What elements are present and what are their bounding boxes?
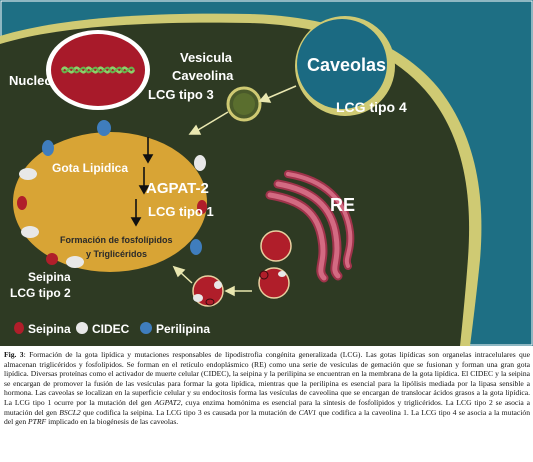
legend-perilipina-label: Perilipina — [156, 322, 210, 336]
perilipina-marker — [190, 239, 202, 255]
caption-label: Fig. 3 — [4, 350, 24, 359]
label-lcg2: LCG tipo 2 — [10, 286, 71, 300]
cidec-marker — [66, 256, 84, 268]
label-lcg4: LCG tipo 4 — [336, 99, 407, 115]
cidec-marker — [19, 168, 37, 180]
label-vesicula: Vesicula — [180, 50, 233, 65]
caption-gene-bscl2: BSCL2 — [59, 407, 81, 417]
caveola-interior — [297, 19, 387, 109]
droplet-proteins — [17, 120, 207, 268]
cidec-marker — [194, 155, 206, 171]
perilipina-marker — [97, 120, 111, 136]
arrow-group — [130, 137, 154, 227]
legend: Seipina CIDEC Perilipina — [14, 322, 210, 336]
endoplasmic-reticulum-icon — [265, 170, 355, 283]
caption-gene-agpat2: AGPAT2 — [154, 397, 181, 407]
vesicle-large — [260, 230, 292, 262]
label-caveolas: Caveolas — [307, 55, 386, 75]
cidec-marker — [21, 226, 39, 238]
seipina-marker — [46, 253, 58, 265]
legend-seipina-label: Seipina — [28, 322, 71, 336]
label-formacion: Formación de fosfolípidos — [60, 235, 173, 245]
perilipina-marker — [42, 140, 54, 156]
seipina-marker — [197, 200, 207, 214]
caption-body-d: que codifica a la caveolina 1. La LCG ti… — [4, 407, 530, 427]
legend-perilipina-swatch — [140, 322, 152, 334]
label-re: RE — [330, 195, 355, 215]
arrow-vesicle-to-droplet-bottom — [172, 265, 193, 284]
label-trigliceridos: y Triglicéridos — [86, 249, 147, 259]
caption-body-c: que codifica la seipina. La LCG tipo 3 e… — [80, 407, 299, 417]
legend-cidec-label: CIDEC — [92, 322, 130, 336]
caption-gene-ptrf: PTRF — [28, 417, 47, 427]
label-lcg1: LCG tipo 1 — [148, 204, 214, 219]
caption-body-e: implicado en la biogénesis de las caveol… — [46, 417, 179, 427]
label-lcg3: LCG tipo 3 — [148, 87, 214, 102]
arrow-vesicle-to-vesicle — [224, 285, 252, 297]
label-seipina: Seipina — [28, 270, 71, 284]
label-caveolina: Caveolina — [172, 68, 234, 83]
lipid-droplet-diagram: Nucleo Vesicula Caveolina LCG tipo 3 Cav… — [0, 0, 533, 346]
label-agpat2: AGPAT-2 — [146, 180, 209, 197]
legend-seipina-swatch — [14, 322, 24, 334]
seipina-marker — [17, 196, 27, 210]
legend-cidec-swatch — [76, 322, 88, 334]
caption-gene-cav1: CAV1 — [298, 407, 317, 417]
arrow-vesicle-to-droplet — [188, 111, 229, 135]
caption-body-b: , cuya enzima homónima es esencial para … — [4, 397, 530, 417]
figure-caption: Fig. 3: Formación de la gota lipídica y … — [4, 350, 530, 427]
arrow-caveola-to-vesicle — [258, 85, 297, 103]
caption-body-a: : Formación de la gota lipídica y mutaci… — [4, 350, 530, 407]
label-gota-lipidica: Gota Lipidica — [52, 161, 128, 175]
label-nucleo: Nucleo — [9, 73, 52, 88]
lipid-droplet — [13, 132, 207, 272]
